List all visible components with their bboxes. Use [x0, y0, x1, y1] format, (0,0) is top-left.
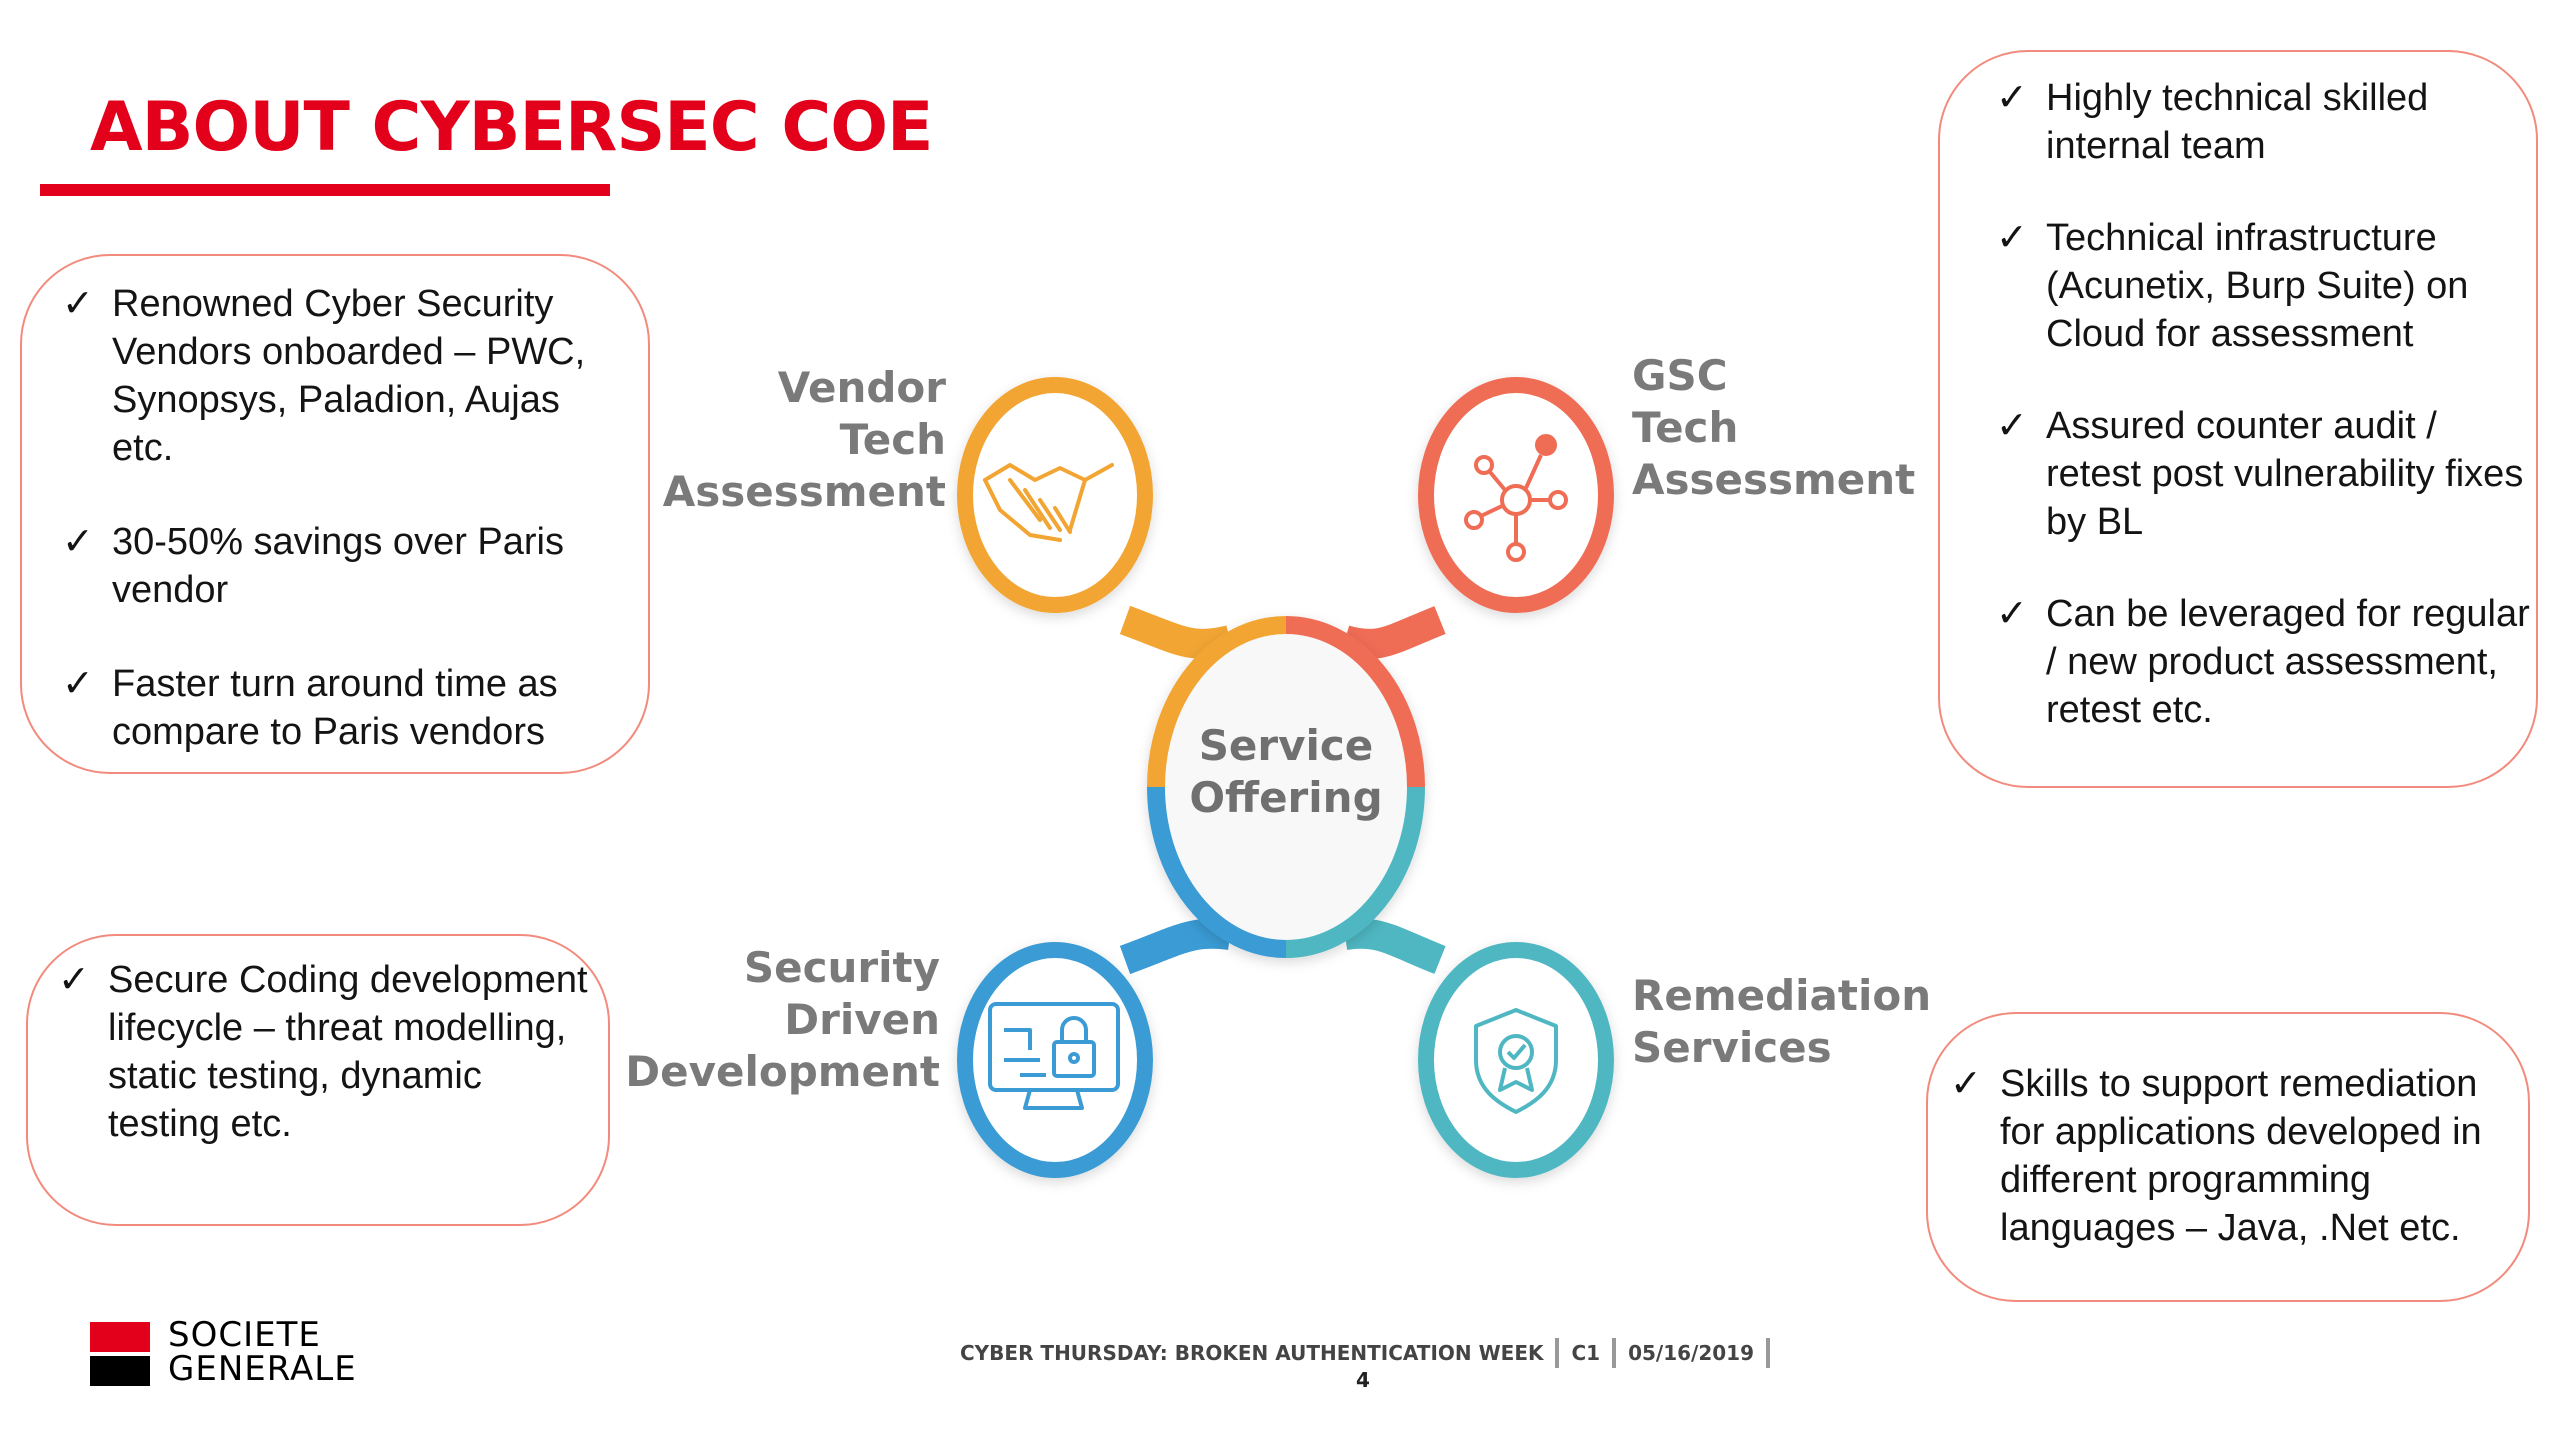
list-item-text: Highly technical skilled internal team: [2046, 77, 2429, 167]
list-item: ✓ 30-50% savings over Paris vendor: [62, 518, 628, 614]
footer-separator: [1612, 1338, 1617, 1368]
footer: CYBER THURSDAY: BROKEN AUTHENTICATION WE…: [960, 1336, 1771, 1370]
check-icon: ✓: [1950, 1063, 1982, 1105]
list-item-text: 30-50% savings over Paris vendor: [112, 521, 564, 611]
gsc-benefits-list: ✓Highly technical skilled internal team …: [1996, 74, 2536, 734]
list-item-text: Faster turn around time as compare to Pa…: [112, 663, 558, 753]
list-item-text: Skills to support remediation for applic…: [2000, 1063, 2482, 1249]
check-icon: ✓: [62, 283, 94, 325]
remediation-box: ✓ Skills to support remediation for appli…: [1926, 1012, 2530, 1302]
list-item-text: Can be leveraged for regular / new produ…: [2046, 593, 2530, 731]
list-item-text: Assured counter audit / retest post vuln…: [2046, 405, 2524, 543]
gsc-benefits-box: ✓Highly technical skilled internal team …: [1938, 50, 2538, 788]
check-icon: ✓: [62, 521, 94, 563]
footer-event: CYBER THURSDAY: BROKEN AUTHENTICATION WE…: [960, 1341, 1544, 1365]
gsc-node-label: GSC Tech Assessment: [1632, 351, 1916, 504]
shield-check-icon: [1474, 1008, 1558, 1114]
list-item-text: Renowned Cyber Security Vendors onboarde…: [112, 283, 586, 469]
societe-generale-logo: SOCIETE GENERALE: [90, 1318, 400, 1386]
remediation-connector: [1342, 918, 1446, 974]
vendor-node-label: Vendor Tech Assessment: [662, 363, 946, 516]
list-item-text: Technical infrastructure (Acunetix, Burp…: [2046, 217, 2469, 355]
remediation-node-label: Remediation Services: [1632, 971, 1932, 1072]
check-icon: ✓: [1996, 217, 2028, 259]
check-icon: ✓: [1996, 405, 2028, 447]
check-icon: ✓: [1996, 593, 2028, 635]
footer-classification: C1: [1571, 1341, 1601, 1365]
list-item-text: Secure Coding development lifecycle – th…: [108, 959, 588, 1145]
list-item: ✓ Skills to support remediation for appli…: [1950, 1060, 2518, 1252]
security-connector: [1119, 918, 1232, 975]
check-icon: ✓: [58, 959, 90, 1001]
gsc-node: [1418, 377, 1614, 613]
logo-name: SOCIETE GENERALE: [168, 1315, 357, 1389]
remediation-node: [1418, 942, 1614, 1178]
list-item: ✓ Assured counter audit / retest post vul…: [1996, 402, 2536, 546]
footer-separator: [1766, 1338, 1771, 1368]
logo-red-square: [90, 1322, 150, 1352]
secure-development-list: ✓ Secure Coding development lifecycle – t…: [58, 956, 590, 1148]
secure-development-box: ✓ Secure Coding development lifecycle – t…: [26, 934, 610, 1226]
list-item: ✓ Secure Coding development lifecycle – t…: [58, 956, 590, 1148]
list-item: ✓ Renowned Cyber Security Vendors onboard…: [62, 280, 628, 472]
vendor-node: [957, 377, 1153, 613]
footer-separator: [1555, 1338, 1560, 1368]
vendor-benefits-box: ✓ Renowned Cyber Security Vendors onboard…: [20, 254, 650, 774]
check-icon: ✓: [62, 663, 94, 705]
remediation-list: ✓ Skills to support remediation for appli…: [1950, 1060, 2518, 1252]
list-item: ✓ Technical infrastructure (Acunetix, Bur…: [1996, 214, 2536, 358]
vendor-connector: [1119, 605, 1234, 659]
list-item: ✓ Faster turn around time as compare to P…: [62, 660, 628, 756]
gsc-connector: [1340, 606, 1446, 659]
center-label: Service Offering: [1189, 721, 1383, 822]
list-item: ✓ Can be leveraged for regular / new prod…: [1996, 590, 2536, 734]
page-number: 4: [1356, 1368, 1370, 1392]
logo-black-square: [90, 1356, 150, 1386]
vendor-benefits-list: ✓ Renowned Cyber Security Vendors onboard…: [62, 280, 628, 756]
handshake-icon: [983, 463, 1114, 542]
network-icon: [1464, 434, 1568, 562]
title-underline: [40, 184, 610, 196]
footer-date: 05/16/2019: [1628, 1341, 1755, 1365]
secure-computer-icon: [988, 1002, 1120, 1110]
security-node-label: Security Driven Development: [625, 943, 940, 1096]
check-icon: ✓: [1996, 77, 2028, 119]
list-item: ✓ Highly technical skilled internal team: [1996, 74, 2536, 170]
page-title: ABOUT CYBERSEC COE: [90, 88, 933, 167]
center-ring: [1147, 616, 1425, 958]
logo-divider: [90, 1352, 150, 1356]
